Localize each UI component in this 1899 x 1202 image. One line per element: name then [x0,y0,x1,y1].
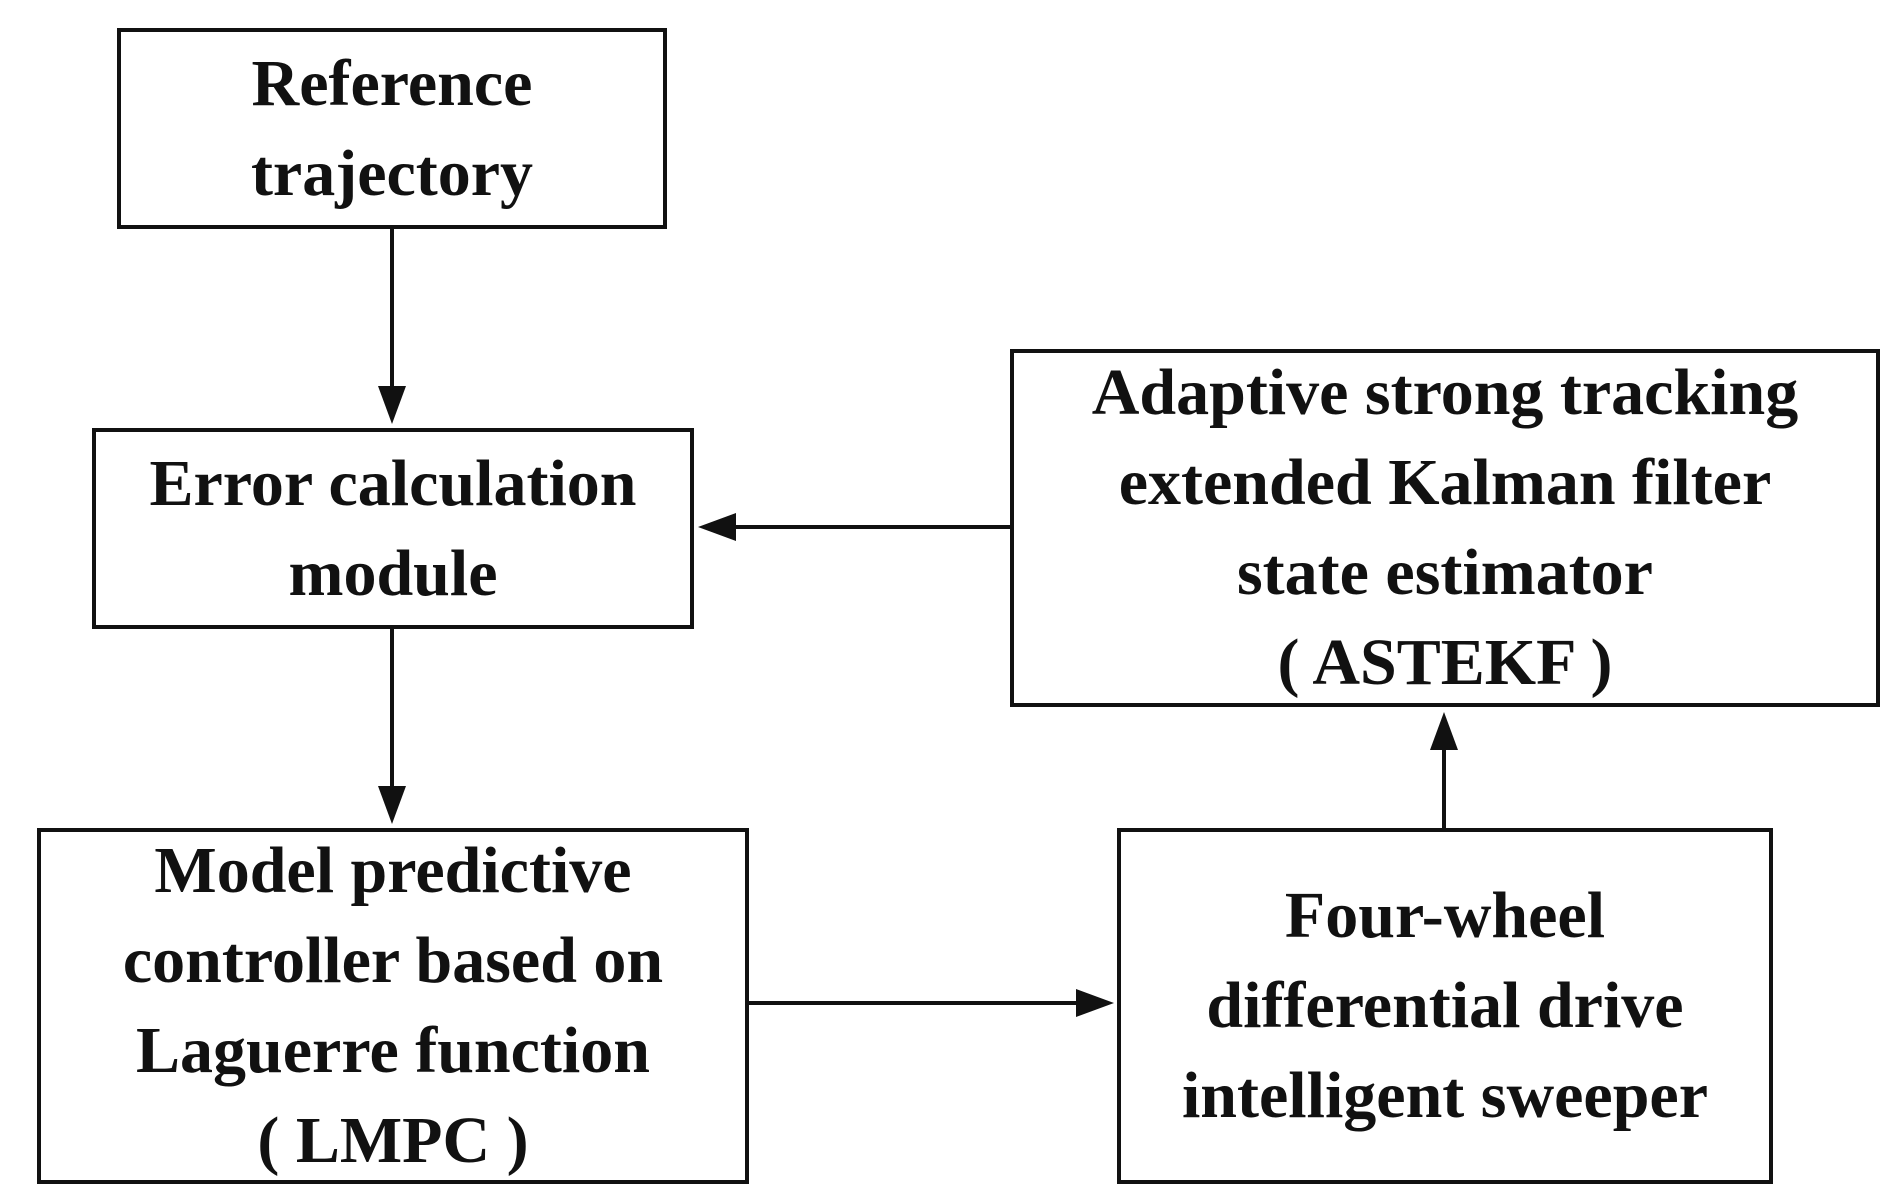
box-text-line: Adaptive strong tracking [1091,356,1799,429]
box-text-line: intelligent sweeper [1181,1059,1709,1132]
box-text-line: extended Kalman filter [1118,446,1772,519]
box-text-line: Four-wheel [1284,879,1606,952]
box-text-line: ( ASTEKF ) [1277,626,1613,699]
astekf-estimator-box: Adaptive strong tracking extended Kalman… [1010,349,1880,707]
box-text-line: controller based on [122,924,664,997]
box-text-line: ( LMPC ) [257,1104,529,1177]
arrowhead-reference-to-error [378,386,406,424]
box-text-line: Model predictive [154,834,632,907]
arrowhead-astekf-to-error [698,513,736,541]
arrowhead-error-to-lmpc [378,786,406,824]
box-text-line: state estimator [1237,536,1653,609]
box-text-line: Error calculation [149,446,637,520]
reference-trajectory-box: Reference trajectory [117,28,667,229]
box-text-line: differential drive [1206,969,1684,1042]
box-text-line: trajectory [250,136,534,210]
box-text-line: module [288,536,498,610]
error-calculation-box: Error calculation module [92,428,694,629]
arrowhead-sweeper-to-astekf [1430,712,1458,750]
arrowhead-lmpc-to-sweeper [1076,989,1114,1017]
box-text-line: Laguerre function [136,1014,650,1087]
lmpc-controller-box: Model predictive controller based on Lag… [37,828,749,1184]
sweeper-plant-box: Four-wheel differential drive intelligen… [1117,828,1773,1184]
box-text-line: Reference [251,46,533,120]
